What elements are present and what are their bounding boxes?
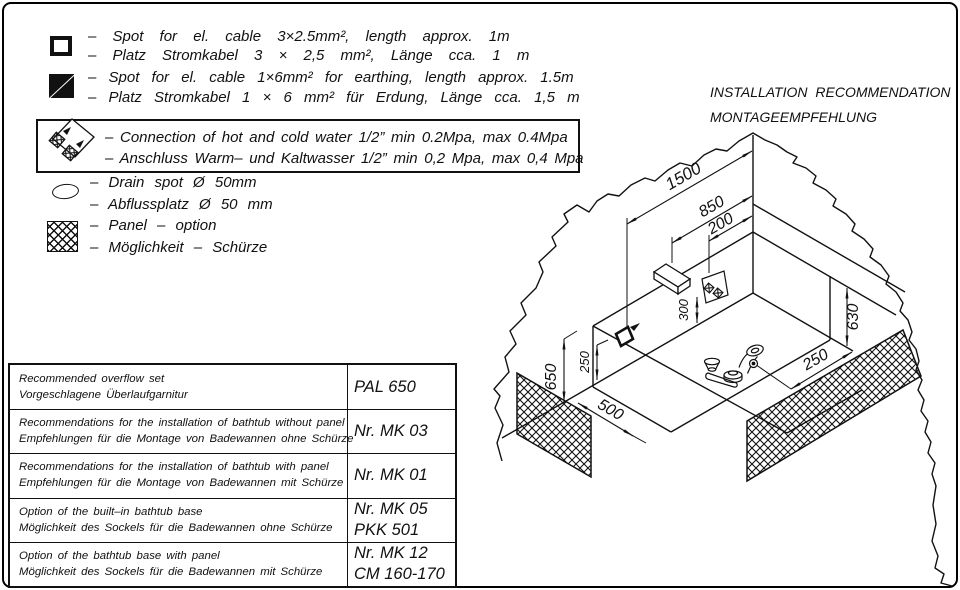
row-text-de: Empfehlungen für die Montage von Badewan… xyxy=(19,477,344,490)
row-value: PKK 501 xyxy=(354,521,420,540)
legend-water-en: – Connection of hot and cold water 1/2” … xyxy=(105,129,568,146)
table-row: Recommendations for the installation of … xyxy=(10,409,455,454)
water-connection-legend-box xyxy=(36,119,580,173)
dimension-lines xyxy=(562,150,853,437)
row-text-en: Recommendations for the installation of … xyxy=(19,417,345,430)
water-connection-legend-icon xyxy=(48,118,95,162)
spout-symbol xyxy=(652,263,692,296)
legend-cable-spot-de: – Platz Stromkabel 3 × 2,5 mm², Länge cc… xyxy=(88,47,530,64)
legend-cable-spot-en: – Spot for el. cable 3×2.5mm², length ap… xyxy=(88,28,510,45)
table-row: Recommendations for the installation of … xyxy=(10,453,455,498)
legend-earthing-en: – Spot for el. cable 1×6mm² for earthing… xyxy=(88,69,574,86)
row-text-en: Recommendations for the installation of … xyxy=(19,461,329,474)
row-value: Nr. MK 05 xyxy=(354,500,428,519)
row-value: Nr. MK 12 xyxy=(354,544,428,563)
row-text-de: Empfehlungen für die Montage von Badewan… xyxy=(19,433,354,446)
water-connection-symbol xyxy=(701,270,729,304)
row-value: PAL 650 xyxy=(354,377,416,396)
earthing-cable-spot-icon xyxy=(49,74,74,98)
extension-lines xyxy=(563,218,792,444)
legend-drain-en: – Drain spot Ø 50mm xyxy=(90,174,257,191)
row-text-en: Option of the built–in bathtub base xyxy=(19,505,203,518)
row-text-en: Recommended overflow set xyxy=(19,372,165,385)
dim-300: 300 xyxy=(676,298,691,320)
dim-630: 630 xyxy=(845,304,862,331)
panel-option-icon xyxy=(47,221,78,252)
dim-250-left: 250 xyxy=(577,350,592,373)
row-text-de: Vorgeschlagene Überlaufgarnitur xyxy=(19,388,188,401)
cable-spot-icon xyxy=(50,36,72,56)
cloud-boundary xyxy=(493,132,953,587)
legend-earthing-de: – Platz Stromkabel 1 × 6 mm² für Erdung,… xyxy=(88,89,580,106)
row-text-de: Möglichkeit des Sockels für die Badewann… xyxy=(19,521,333,534)
cable-spot-symbol xyxy=(614,323,640,348)
panel-hatch-right xyxy=(746,328,922,483)
sheet-title-en: INSTALLATION RECOMMENDATION xyxy=(710,84,951,100)
row-text-de: Möglichkeit des Sockels für die Badewann… xyxy=(19,565,323,578)
legend-water-de: – Anschluss Warm– und Kaltwasser 1/2” mi… xyxy=(105,150,584,167)
panel-hatch-left xyxy=(516,371,592,479)
legend-panel-de: – Möglichkeit – Schürze xyxy=(90,239,268,256)
legend-drain-de: – Abflussplatz Ø 50 mm xyxy=(90,196,273,213)
overflow-set-symbol xyxy=(703,344,764,388)
dim-500: 500 xyxy=(594,396,626,424)
dim-250-right: 250 xyxy=(799,346,832,375)
row-value: Nr. MK 03 xyxy=(354,422,428,441)
row-value: Nr. MK 01 xyxy=(354,466,428,485)
row-value: CM 160-170 xyxy=(354,565,445,584)
sheet-title-de: MONTAGEEMPFEHLUNG xyxy=(710,109,877,125)
dim-650: 650 xyxy=(543,364,560,391)
row-text-en: Option of the bathtub base with panel xyxy=(19,549,220,562)
legend-panel-en: – Panel – option xyxy=(90,217,217,234)
